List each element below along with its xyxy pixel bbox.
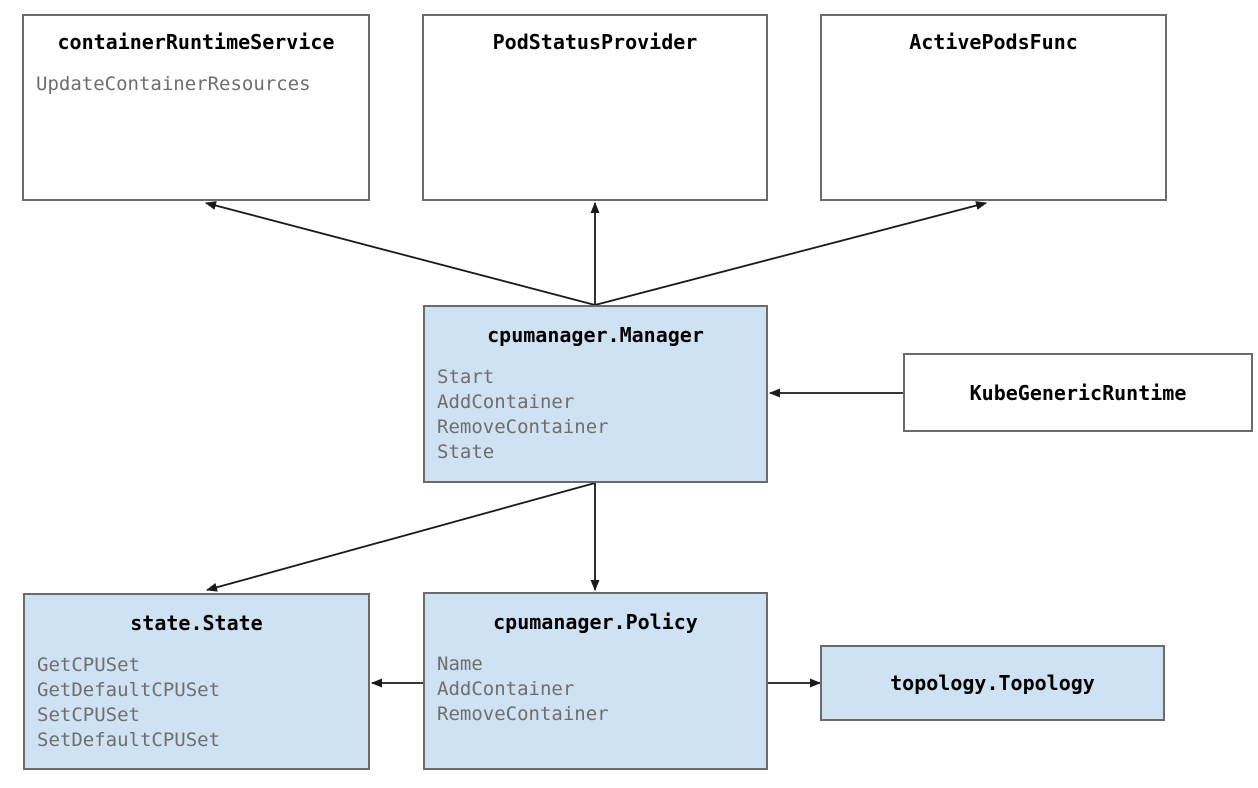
node-title: ActivePodsFunc xyxy=(909,30,1078,54)
node-method: GetCPUSet xyxy=(37,654,140,676)
node-method: SetCPUSet xyxy=(37,704,140,726)
node-title: cpumanager.Policy xyxy=(493,610,698,634)
node-method-list: Start AddContainer RemoveContainer State xyxy=(437,365,758,465)
node-title: KubeGenericRuntime xyxy=(969,381,1187,405)
node-title: PodStatusProvider xyxy=(492,30,698,54)
node-method-list: Name AddContainer RemoveContainer xyxy=(437,652,758,727)
node-cpumanager-policy[interactable]: cpumanager.Policy Name AddContainer Remo… xyxy=(423,592,768,770)
node-method: UpdateContainerResources xyxy=(36,73,311,95)
node-title: containerRuntimeService xyxy=(57,30,335,54)
node-method-list: GetCPUSet GetDefaultCPUSet SetCPUSet Set… xyxy=(37,653,360,753)
node-title: topology.Topology xyxy=(890,671,1095,695)
node-cpumanager-manager[interactable]: cpumanager.Manager Start AddContainer Re… xyxy=(423,305,768,483)
edge-manager-to-state-state xyxy=(206,482,596,592)
node-method: RemoveContainer xyxy=(437,416,609,438)
node-method: AddContainer xyxy=(437,678,575,700)
node-topology-topology[interactable]: topology.Topology xyxy=(820,645,1165,721)
node-method: RemoveContainer xyxy=(437,703,609,725)
node-method: Name xyxy=(437,653,483,675)
node-title: state.State xyxy=(130,611,263,635)
node-method: GetDefaultCPUSet xyxy=(37,679,221,701)
node-active-pods-func[interactable]: ActivePodsFunc xyxy=(820,14,1167,201)
edge-manager-to-container-runtime-service xyxy=(205,201,596,306)
edge-manager-to-active-pods-func xyxy=(594,201,987,306)
node-method: Start xyxy=(437,366,495,388)
node-method: AddContainer xyxy=(437,391,575,413)
node-method-list: UpdateContainerResources xyxy=(36,72,360,97)
node-kube-generic-runtime[interactable]: KubeGenericRuntime xyxy=(903,353,1253,432)
node-state-state[interactable]: state.State GetCPUSet GetDefaultCPUSet S… xyxy=(23,593,370,770)
node-method: State xyxy=(437,441,495,463)
node-title: cpumanager.Manager xyxy=(487,323,704,347)
node-method: SetDefaultCPUSet xyxy=(37,729,221,751)
node-pod-status-provider[interactable]: PodStatusProvider xyxy=(422,14,768,201)
node-container-runtime-service[interactable]: containerRuntimeService UpdateContainerR… xyxy=(22,14,370,201)
